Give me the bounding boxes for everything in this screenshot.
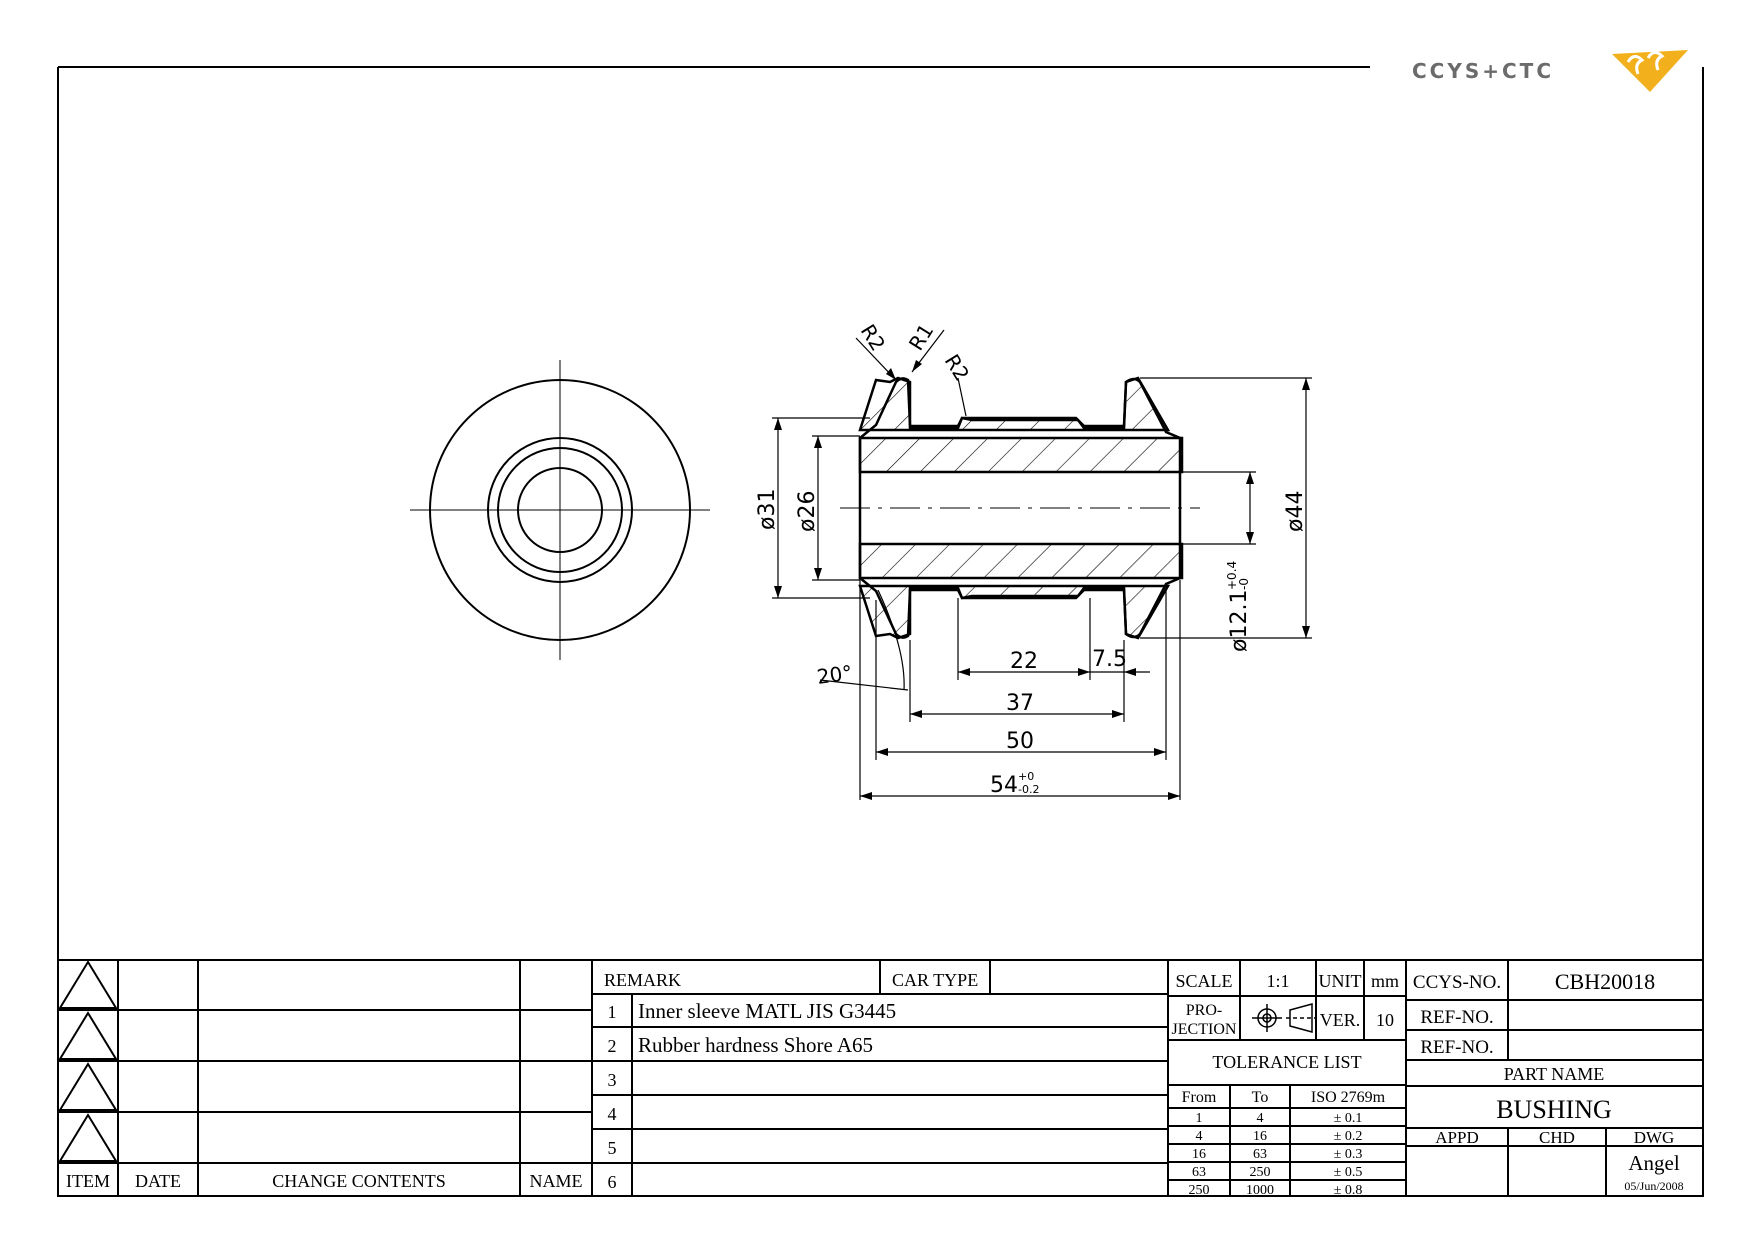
ccys-no-value: CBH20018 (1555, 969, 1655, 994)
appd-label: APPD (1435, 1128, 1478, 1147)
remark-num-5: 5 (608, 1138, 617, 1158)
dim-50: 50 (1006, 729, 1034, 754)
ref-no-label-2: REF-NO. (1420, 1037, 1493, 1058)
unit-value: mm (1371, 971, 1399, 991)
dim-22: 22 (1010, 649, 1038, 674)
dim-d44: ø44 (1283, 491, 1308, 532)
title-block-grid (1167, 959, 1407, 1197)
ref-no-label-1: REF-NO. (1420, 1007, 1493, 1028)
rev-header-date: DATE (135, 1171, 181, 1191)
dim-54-tol-plus: +0 (1018, 770, 1034, 783)
dim-r2-top: R2 (856, 320, 890, 355)
tol-to-5: 1000 (1246, 1183, 1274, 1198)
tol-value-3: ± 0.3 (1334, 1147, 1363, 1162)
section-view (840, 376, 1200, 640)
unit-label: UNIT (1319, 971, 1362, 991)
tol-to-3: 63 (1253, 1147, 1267, 1162)
dim-37: 37 (1006, 691, 1034, 716)
dwg-label: DWG (1634, 1128, 1675, 1147)
dim-d12: ø12.1 (1227, 590, 1252, 652)
tolerance-title: TOLERANCE LIST (1212, 1052, 1361, 1072)
projection-symbol-icon (1252, 1003, 1316, 1033)
revision-headers: ITEM DATE CHANGE CONTENTS NAME (66, 1171, 583, 1191)
tol-from-4: 63 (1192, 1165, 1206, 1180)
dimension-arrows (774, 360, 1310, 800)
title-block-text: SCALE 1:1 UNIT mm PRO- JECTION VER. 10 T… (1172, 971, 1399, 1198)
projection-label-1: PRO- (1186, 1002, 1222, 1019)
chd-label: CHD (1539, 1128, 1575, 1147)
tol-value-5: ± 0.8 (1334, 1183, 1363, 1198)
tol-from-2: 4 (1196, 1129, 1203, 1144)
remark-num-3: 3 (608, 1070, 617, 1090)
ccys-no-label: CCYS-NO. (1413, 972, 1501, 993)
projection-label-2: JECTION (1172, 1021, 1237, 1038)
tol-from-3: 16 (1192, 1147, 1206, 1162)
tol-header-std: ISO 2769m (1311, 1089, 1386, 1106)
company-logo: CCYS+CTC (1412, 50, 1688, 92)
remark-num-1: 1 (608, 1002, 617, 1022)
remarks-table (591, 959, 1169, 1197)
car-type-label: CAR TYPE (892, 970, 978, 990)
scale-label: SCALE (1175, 971, 1232, 991)
ver-value: 10 (1376, 1010, 1394, 1030)
rev-header-item: ITEM (66, 1171, 110, 1191)
tol-to-1: 4 (1257, 1111, 1264, 1126)
part-name-label: PART NAME (1504, 1064, 1604, 1084)
dim-7-5: 7.5 (1092, 647, 1127, 672)
tol-from-1: 1 (1196, 1111, 1203, 1126)
remark-text-1: Inner sleeve MATL JIS G3445 (638, 999, 896, 1023)
tol-header-to: To (1252, 1089, 1269, 1106)
end-view (410, 360, 710, 660)
remark-num-4: 4 (608, 1104, 617, 1124)
dim-d12-tol-plus: +0.4 (1225, 561, 1239, 590)
logo-text: CCYS+CTC (1412, 59, 1554, 83)
tol-value-1: ± 0.1 (1334, 1111, 1363, 1126)
dim-angle: 20° (815, 660, 853, 689)
scale-value: 1:1 (1266, 971, 1289, 991)
dim-d12-tol-minus: -0 (1237, 578, 1251, 590)
dim-r2-mid: R2 (940, 350, 974, 385)
dim-d26: ø26 (795, 491, 820, 532)
logo-emblem-icon (1612, 50, 1688, 92)
drawer-name: Angel (1628, 1151, 1679, 1175)
tol-header-from: From (1182, 1089, 1217, 1106)
remark-text-2: Rubber hardness Shore A65 (638, 1033, 873, 1057)
tol-to-2: 16 (1253, 1129, 1267, 1144)
drawing-date: 05/Jun/2008 (1624, 1179, 1683, 1193)
part-name-value: BUSHING (1496, 1095, 1612, 1124)
tol-value-4: ± 0.5 (1334, 1165, 1363, 1180)
dim-r1: R1 (904, 319, 938, 354)
dim-54: 54 (990, 773, 1018, 798)
tol-value-2: ± 0.2 (1334, 1129, 1363, 1144)
remarks-text: REMARK CAR TYPE 1 Inner sleeve MATL JIS … (604, 970, 978, 1192)
tol-to-4: 250 (1250, 1165, 1271, 1180)
remark-num-6: 6 (608, 1172, 617, 1192)
rev-header-name: NAME (530, 1171, 583, 1191)
part-info-grid (1405, 959, 1704, 1197)
rev-header-change: CHANGE CONTENTS (272, 1171, 446, 1191)
tol-from-5: 250 (1189, 1183, 1210, 1198)
ver-label: VER. (1320, 1010, 1361, 1030)
revision-table (57, 959, 593, 1197)
remark-num-2: 2 (608, 1036, 617, 1056)
dim-d31: ø31 (755, 489, 780, 530)
dim-54-tol-minus: -0.2 (1018, 783, 1039, 796)
part-info-text: CCYS-NO. CBH20018 REF-NO. REF-NO. PART N… (1413, 969, 1684, 1193)
remark-header: REMARK (604, 970, 681, 990)
